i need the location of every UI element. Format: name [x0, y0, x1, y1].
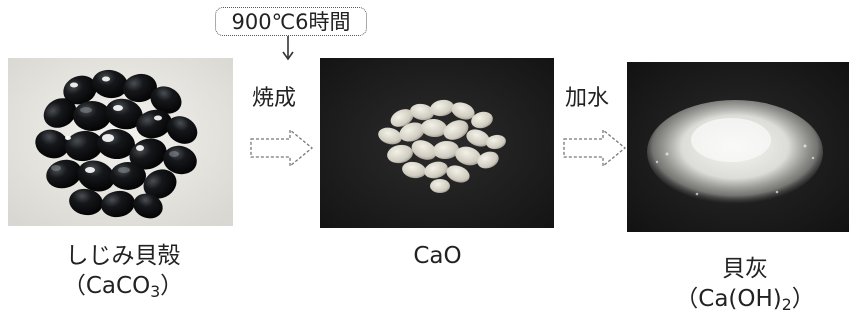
shell-ash-photo — [627, 62, 849, 232]
condition-box: 900℃6時間 — [215, 7, 367, 36]
process-arrow-icon — [250, 128, 314, 168]
material-name: しじみ貝殻 — [65, 243, 181, 269]
condition-down-arrow-icon — [282, 36, 294, 61]
cao-pieces — [378, 99, 506, 193]
material-formula: （CaCO3） — [62, 272, 184, 301]
material-label-shell-ash: 貝灰 （Ca(OH)2） — [665, 256, 825, 314]
process-arrow-icon — [563, 128, 627, 168]
material-name: 貝灰 — [722, 256, 768, 282]
cao-photo — [320, 58, 554, 228]
step-label-add-water: 加水 — [565, 86, 610, 111]
material-label-cao: CaO — [400, 243, 475, 271]
step-label-calcination: 焼成 — [252, 86, 297, 111]
material-name: CaO — [413, 243, 462, 269]
material-label-shell: しじみ貝殻 （CaCO3） — [58, 243, 188, 301]
shell-photo — [8, 58, 233, 226]
material-formula: （Ca(OH)2） — [675, 285, 815, 314]
